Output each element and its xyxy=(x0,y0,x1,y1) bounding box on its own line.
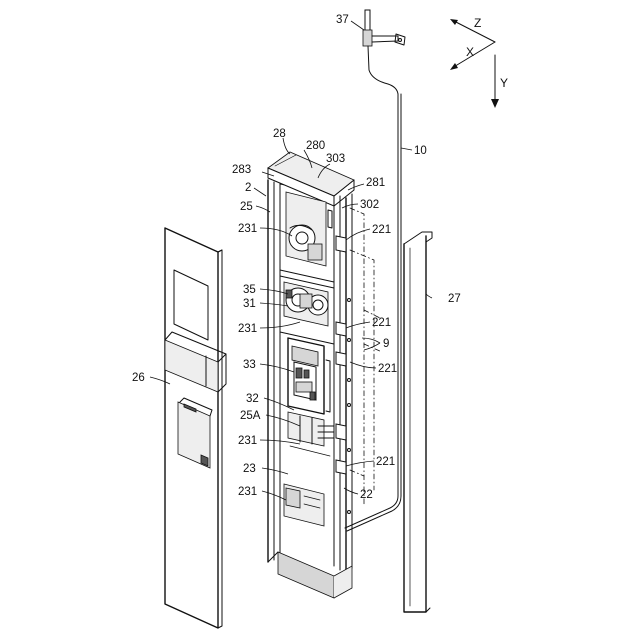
ref-221-a: 221 xyxy=(372,224,391,236)
ref-33: 33 xyxy=(243,359,256,371)
ref-2: 2 xyxy=(245,182,251,194)
z-axis-arrow xyxy=(450,19,495,42)
upper-unit-231 xyxy=(286,192,332,266)
side-cover-27 xyxy=(404,232,432,612)
ref-221-c: 221 xyxy=(378,363,397,375)
ref-10: 10 xyxy=(414,145,427,157)
ref-221-d: 221 xyxy=(376,456,395,468)
ref-25A: 25A xyxy=(240,410,261,422)
ref-26: 26 xyxy=(132,372,145,384)
ref-303: 303 xyxy=(326,153,345,165)
fan-unit-35 xyxy=(284,282,328,326)
control-board-33 xyxy=(288,338,330,414)
ref-280: 280 xyxy=(306,140,325,152)
ref-231-a: 231 xyxy=(238,223,257,235)
ref-35: 35 xyxy=(243,284,256,296)
z-axis-label: Z xyxy=(474,16,481,30)
ref-281: 281 xyxy=(366,177,385,189)
y-axis-arrow xyxy=(491,55,499,108)
ref-302: 302 xyxy=(360,199,379,211)
lower-unit-32 xyxy=(288,412,334,456)
bottom-unit-231 xyxy=(284,484,324,526)
ref-23: 23 xyxy=(243,463,256,475)
ref-231-c: 231 xyxy=(238,435,257,447)
x-axis-label: X xyxy=(466,45,474,59)
ref-221-b: 221 xyxy=(372,317,391,329)
y-axis-label: Y xyxy=(500,76,508,90)
ref-32: 32 xyxy=(246,393,259,405)
ref-283: 283 xyxy=(232,164,251,176)
ref-28: 28 xyxy=(273,128,286,140)
front-cover-26 xyxy=(165,228,226,628)
ref-9: 9 xyxy=(383,338,389,350)
ref-31: 31 xyxy=(243,298,256,310)
ref-37: 37 xyxy=(336,14,349,26)
ref-27: 27 xyxy=(448,293,461,305)
ref-22: 22 xyxy=(360,489,373,501)
coordinate-axes: Z X Y xyxy=(450,16,508,108)
antenna xyxy=(363,10,405,94)
ref-231-b: 231 xyxy=(238,323,257,335)
brackets-221 xyxy=(336,236,351,514)
ref-25: 25 xyxy=(240,201,253,213)
ref-231-d: 231 xyxy=(238,486,257,498)
